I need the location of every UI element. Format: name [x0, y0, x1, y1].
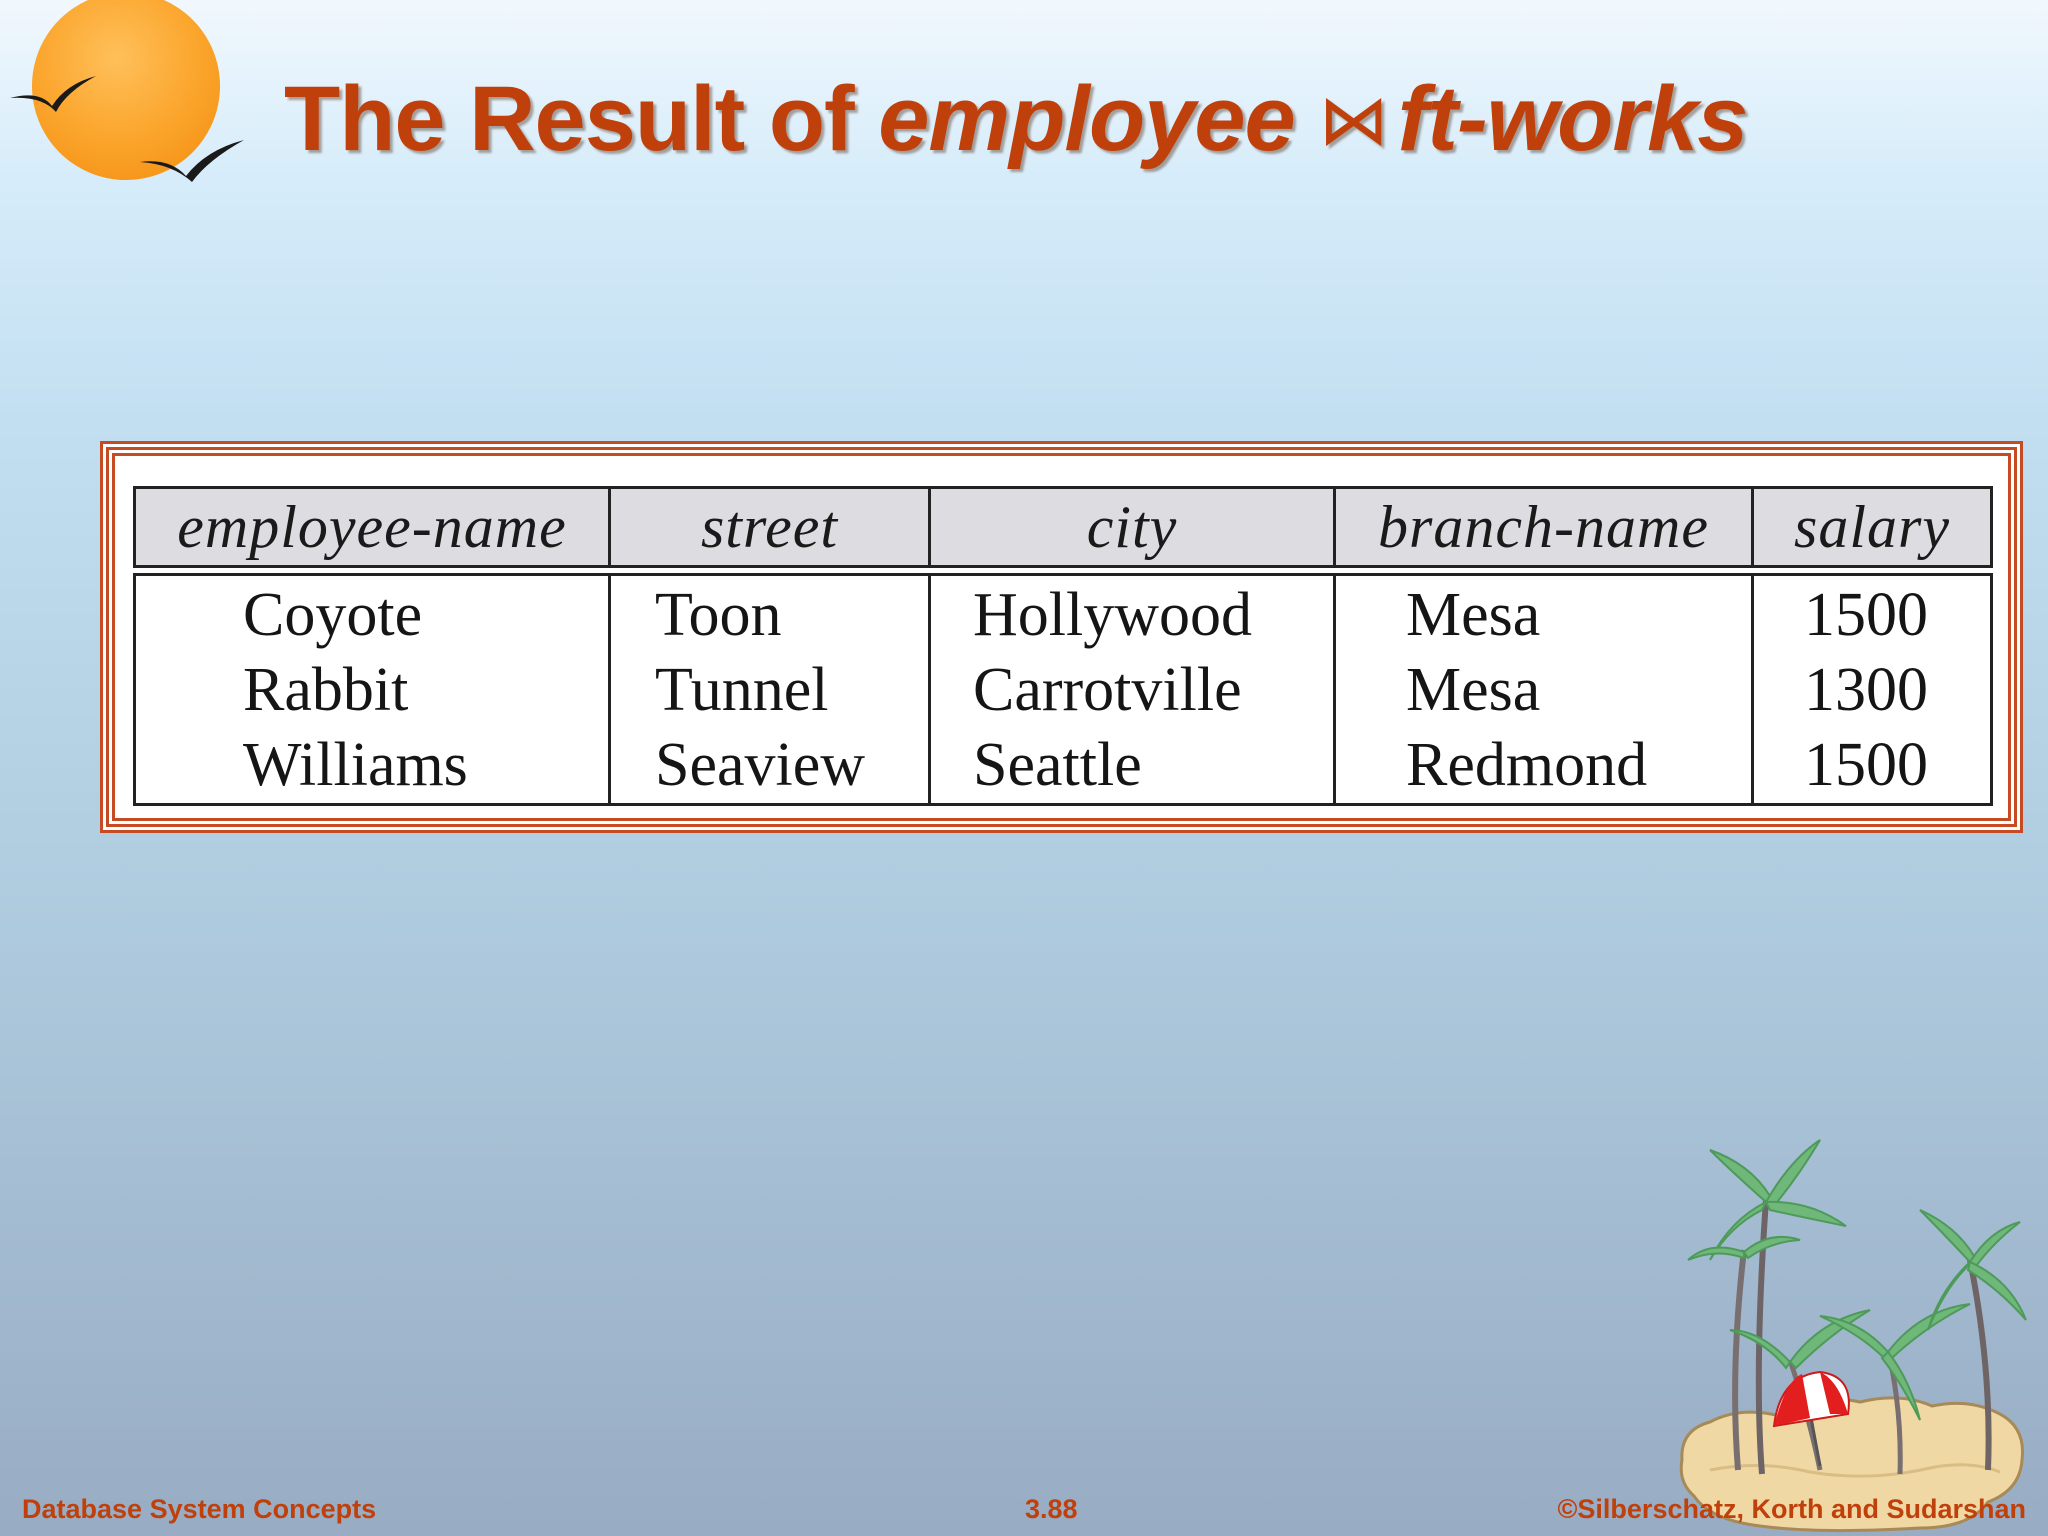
cell-street: Seaview: [655, 731, 866, 799]
cell-city: Carrotville: [973, 656, 1242, 724]
cell-employee-name: Williams: [243, 731, 468, 799]
column-employee-name: Coyote Rabbit Williams: [136, 576, 611, 803]
cell-city: Hollywood: [973, 581, 1252, 649]
column-branch-name: Mesa Mesa Redmond: [1336, 576, 1754, 803]
footer-copyright: ©Silberschatz, Korth and Sudarshan: [1557, 1494, 2026, 1524]
slide-title: The Result of employee ⋈ft-works: [284, 64, 1749, 181]
relation-table-frame: employee-name street city branch-name sa…: [100, 441, 2023, 833]
cell-branch-name: Mesa: [1406, 656, 1541, 724]
column-salary: 1500 1300 1500: [1754, 576, 1990, 803]
header-city: city: [931, 489, 1336, 565]
cell-city: Seattle: [973, 731, 1142, 799]
title-prefix: The Result of: [284, 68, 879, 170]
palm-island-icon: [1679, 1139, 2027, 1533]
column-city: Hollywood Carrotville Seattle: [931, 576, 1336, 803]
cell-branch-name: Redmond: [1406, 731, 1648, 799]
cell-street: Tunnel: [655, 656, 829, 724]
cell-salary: 1500: [1804, 731, 1928, 799]
relation-body: Coyote Rabbit Williams Toon Tunnel Seavi…: [133, 573, 1993, 806]
column-street: Toon Tunnel Seaview: [611, 576, 931, 803]
cell-branch-name: Mesa: [1406, 581, 1541, 649]
relation-header-row: employee-name street city branch-name sa…: [133, 486, 1993, 568]
cell-salary: 1300: [1804, 656, 1928, 724]
title-right-relation: ft-works: [1397, 68, 1749, 170]
cell-street: Toon: [655, 581, 782, 649]
footer-slide-number: 3.88: [1025, 1494, 1078, 1524]
header-employee-name: employee-name: [136, 489, 611, 565]
header-branch-name: branch-name: [1336, 489, 1754, 565]
title-left-relation: employee: [878, 68, 1295, 170]
footer-book-title: Database System Concepts: [22, 1494, 377, 1524]
header-street: street: [611, 489, 931, 565]
cell-employee-name: Coyote: [243, 581, 423, 649]
cell-employee-name: Rabbit: [243, 656, 409, 724]
natural-join-symbol: ⋈: [1318, 81, 1389, 159]
cell-salary: 1500: [1804, 581, 1928, 649]
header-salary: salary: [1794, 493, 1950, 560]
sun-birds-icon: [10, 0, 244, 182]
